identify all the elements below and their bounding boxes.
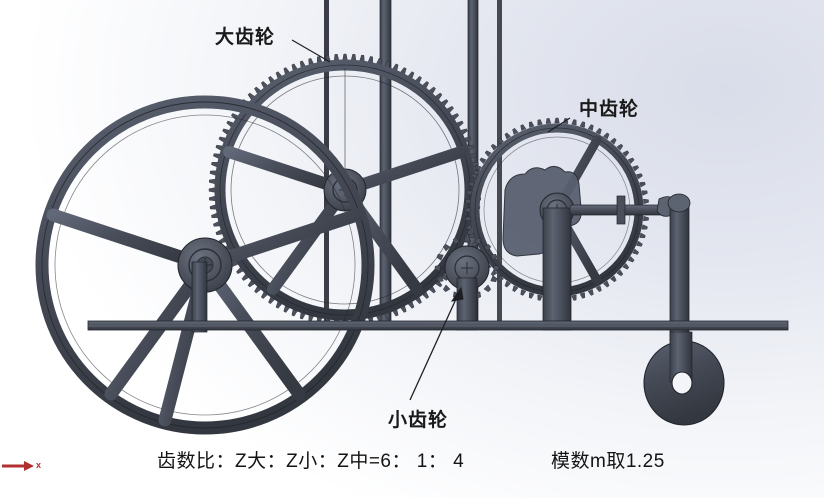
label-small-gear: 小齿轮 xyxy=(388,410,449,431)
x-axis-indicator xyxy=(2,461,34,471)
crank-assembly xyxy=(643,193,725,426)
crank-disc xyxy=(643,331,725,426)
label-middle-gear: 中齿轮 xyxy=(579,99,640,120)
drive-shaft xyxy=(569,195,679,225)
caption-gear-ratio: 齿数比：Z大：Z小：Z中=6： 1： 4 xyxy=(157,451,465,472)
base-rail xyxy=(87,320,789,331)
leader-lines xyxy=(291,39,571,401)
x-axis-label: x xyxy=(36,460,42,470)
label-big-gear: 大齿轮 xyxy=(215,27,276,48)
middle-gear-pedestal xyxy=(542,207,572,331)
flywheel-support-bracket xyxy=(191,261,208,333)
caption-module: 模数m取1.25 xyxy=(551,451,665,472)
